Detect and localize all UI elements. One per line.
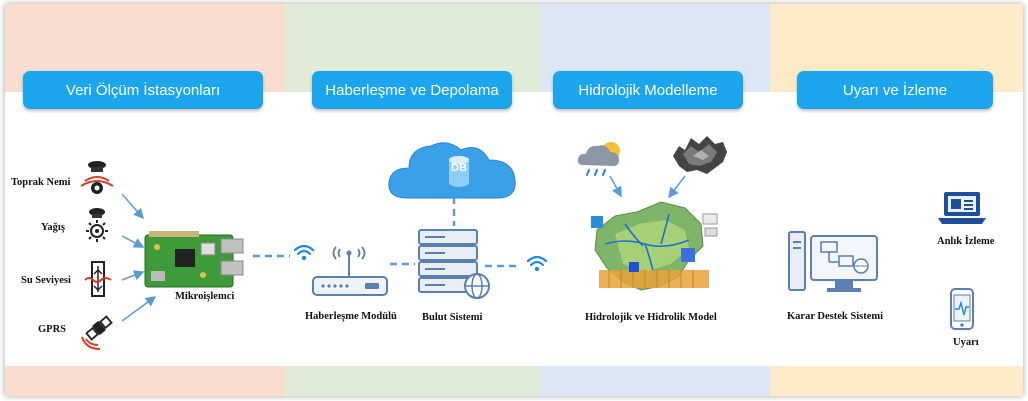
server-icon (418, 229, 490, 299)
band-bottom-measurement (5, 366, 285, 396)
phase-warning-monitoring: Uyarı ve İzleme (797, 71, 993, 109)
soil-moisture-sensor-icon (80, 161, 114, 194)
label-decision-support: Karar Destek Sistemi (787, 311, 884, 322)
phase-communication-storage: Haberleşme ve Depolama (312, 71, 512, 109)
microcontroller-board-icon (144, 231, 244, 288)
laptop-monitoring-icon (938, 192, 986, 224)
arrow-weather-to-model (609, 175, 622, 198)
sensor-arrows (121, 175, 686, 322)
label-microcontroller: Mikroişlemci (175, 291, 235, 302)
label-warning: Uyarı (953, 337, 979, 348)
label-realtime-monitoring: Anlık İzleme (937, 236, 995, 247)
label-hydro-model: Hidrolojik ve Hidrolik Model (585, 312, 717, 323)
label-gprs: GPRS (38, 324, 67, 335)
rain-gauge-sensor-icon (86, 208, 108, 242)
diagram-frame: Veri Ölçüm İstasyonları Haberleşme ve De… (5, 4, 1023, 396)
label-soil-moisture: Toprak Nemi (11, 177, 71, 188)
label-water-level: Su Seviyesi (21, 275, 71, 286)
band-bottom-warning (770, 366, 1023, 396)
cloud-db-label: DB (451, 162, 467, 174)
wifi-icon (293, 244, 315, 261)
phase-measurement-stations: Veri Ölçüm İstasyonları (23, 71, 263, 109)
arrow-dem-to-model (668, 175, 686, 199)
hydrologic-model-map-icon (591, 201, 718, 291)
wifi-icon-2 (526, 255, 548, 272)
label-comm-module: Haberleşme Modülü (305, 311, 397, 322)
arrow-gprs-to-mcu (121, 296, 157, 322)
label-rainfall: Yağış (41, 222, 65, 233)
cloud-database-icon (388, 142, 516, 199)
mobile-warning-icon (950, 288, 974, 330)
decision-support-computer-icon (788, 231, 878, 292)
arrow-rain-to-mcu (121, 235, 145, 248)
gprs-satellite-icon (81, 315, 113, 350)
water-level-sensor-icon (84, 261, 112, 297)
arrow-soil-to-mcu (121, 193, 144, 220)
band-bottom-modelling (540, 366, 770, 396)
weather-rain-icon (577, 142, 620, 176)
router-icon (312, 246, 388, 296)
arrow-level-to-mcu (121, 270, 145, 281)
band-bottom-communication (285, 366, 540, 396)
label-cloud-system: Bulut Sistemi (422, 312, 483, 323)
phase-hydrologic-modelling: Hidrolojik Modelleme (553, 71, 743, 109)
terrain-dem-icon (673, 136, 727, 174)
